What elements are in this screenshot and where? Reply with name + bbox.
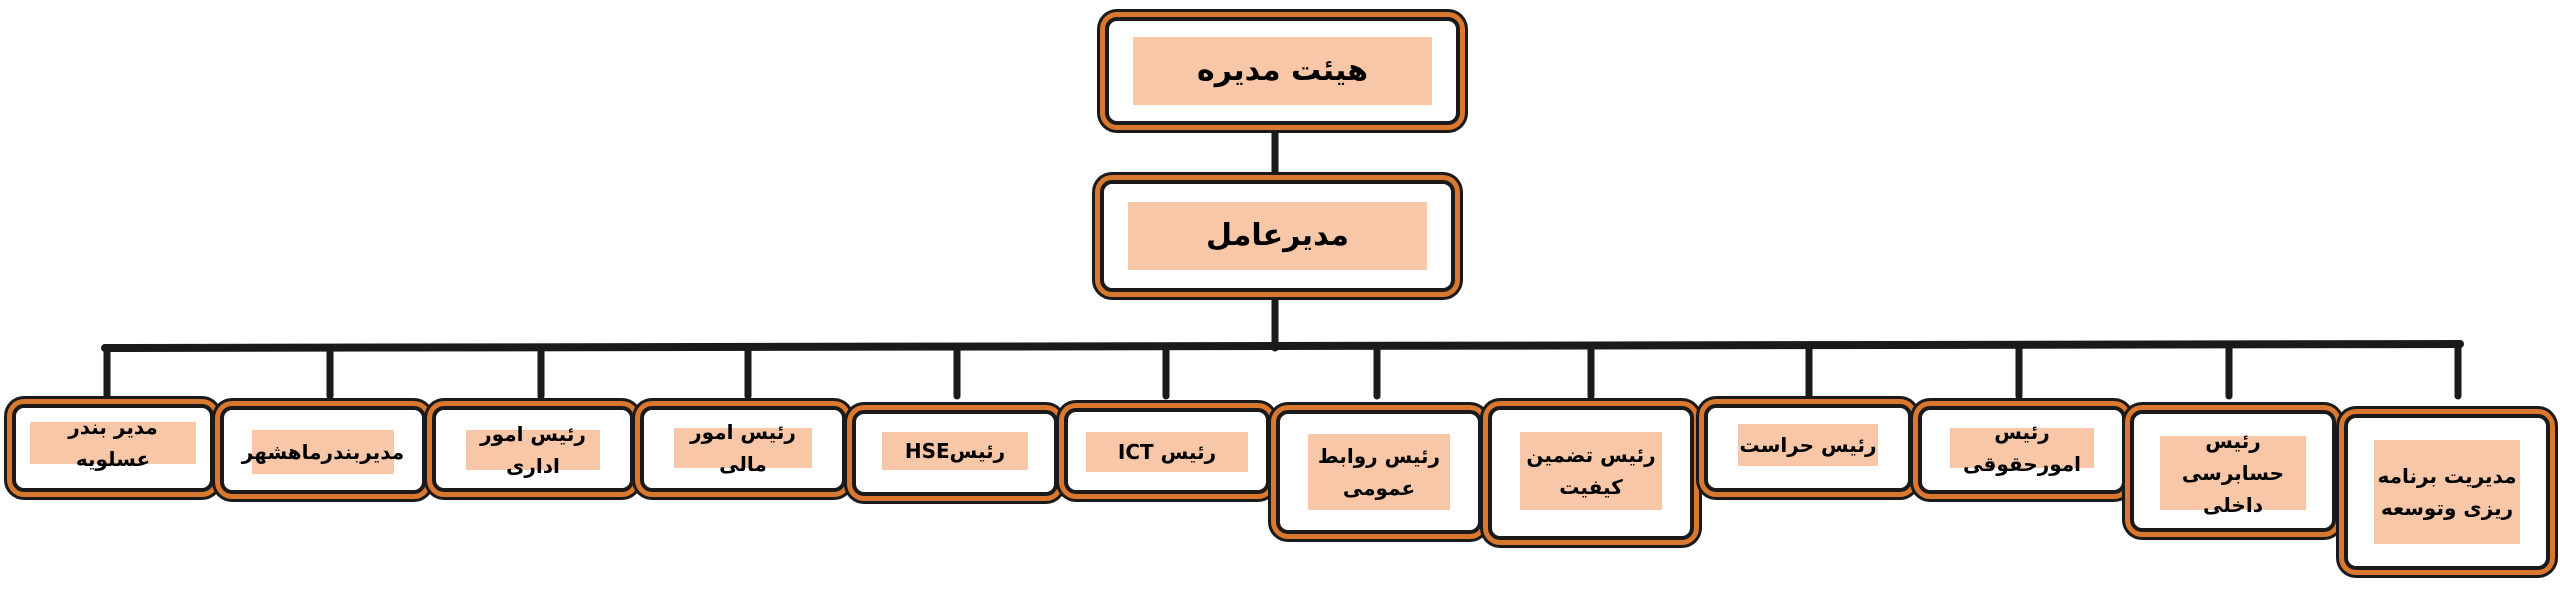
dept-label-d3: رئیس امورحقوقی [1950, 420, 2094, 476]
dept-label-d1: مدیریت برنامه ریزی وتوسعه [2374, 440, 2520, 544]
ceo-node: مدیرعامل [1100, 180, 1455, 292]
dept-node-d12: مدیر بندر عسلویه [12, 404, 214, 492]
dept-node-d5: رئیس تضمین کیفیت [1488, 406, 1694, 540]
connector-lines [101, 125, 2464, 400]
dept-label-d10: رئیس امور اداری [466, 422, 600, 478]
dept-node-d1: مدیریت برنامه ریزی وتوسعه [2344, 414, 2550, 570]
dept-node-d10: رئیس امور اداری [432, 406, 634, 492]
dept-node-d7: رئیس ICT [1064, 408, 1270, 494]
dept-node-d11: مدیربندرماهشهر [220, 406, 426, 494]
ceo-label: مدیرعامل [1128, 202, 1427, 270]
dept-label-d7: رئیس ICT [1086, 432, 1248, 472]
dept-node-d9: رئیس امور مالی [640, 406, 846, 492]
dept-label-d12: مدیر بندر عسلویه [30, 415, 196, 471]
dept-label-d5: رئیس تضمین کیفیت [1520, 432, 1662, 510]
dept-label-d4: رئیس حراست [1738, 424, 1878, 466]
dept-node-d2: رئیس حسابرسی داخلی [2130, 410, 2336, 532]
board-of-directors-node: هیئت مدیره [1105, 17, 1460, 125]
board-of-directors-label: هیئت مدیره [1133, 37, 1432, 105]
dept-label-d9: رئیس امور مالی [674, 420, 812, 476]
connector-horizontal-bar [101, 340, 2464, 352]
dept-label-d2: رئیس حسابرسی داخلی [2160, 429, 2306, 517]
dept-label-d11: مدیربندرماهشهر [242, 430, 404, 474]
dept-node-d3: رئیس امورحقوقی [1918, 406, 2126, 494]
dept-node-d6: رئیس روابط عمومی [1276, 410, 1482, 534]
dept-node-d8: رئیسHSE [852, 410, 1058, 496]
dept-label-d6: رئیس روابط عمومی [1308, 434, 1450, 510]
dept-label-d8: رئیسHSE [882, 432, 1028, 470]
dept-node-d4: رئیس حراست [1704, 404, 1912, 492]
